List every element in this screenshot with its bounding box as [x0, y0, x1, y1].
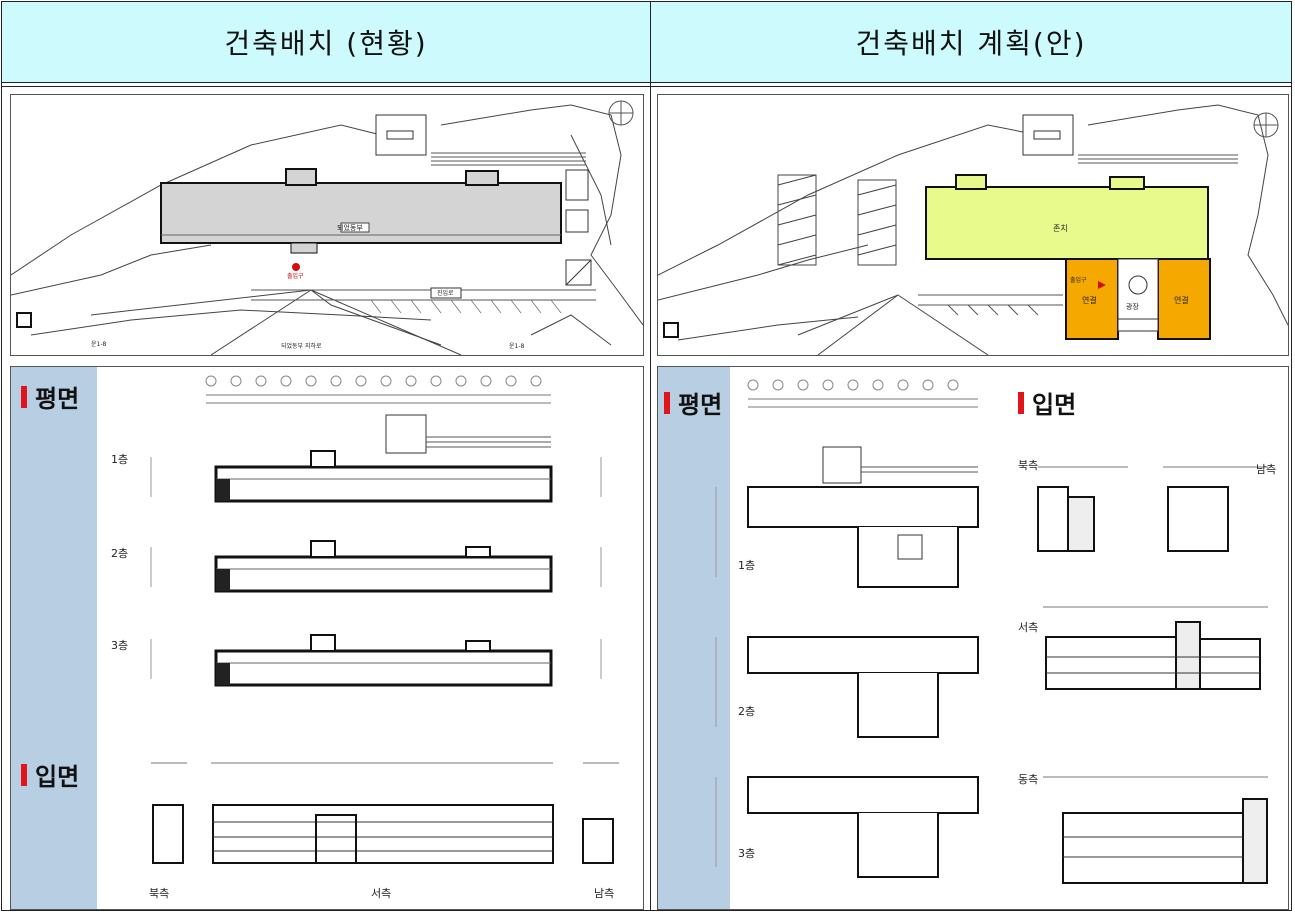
elevation-label: 서측	[1018, 621, 1039, 634]
elevation-label: 서측	[371, 887, 392, 900]
floor-label: 3층	[111, 639, 129, 652]
planned-drawing-sheet	[715, 379, 1268, 884]
elevation-label: 북측	[1018, 459, 1039, 472]
current-drawings: 평면 입면	[10, 366, 644, 910]
planned-site-drawing	[658, 104, 1288, 355]
current-site-drawing	[11, 100, 643, 355]
entrance-label: 출입구	[1070, 277, 1087, 284]
entrance-label: 출입구	[287, 273, 304, 280]
elevation-section-title: 입면	[21, 757, 79, 792]
floor-label: 3층	[738, 847, 756, 860]
elevation-label: 동측	[1018, 773, 1039, 786]
marker	[1018, 391, 1024, 414]
sidebar	[11, 367, 97, 909]
current-site-plan: 되었동부 출입구 진입로 운1-8 되었동부 지하로 운1-8	[10, 94, 644, 356]
plan-section-title: 평면	[21, 379, 79, 414]
floor-label: 1층	[738, 559, 756, 572]
planned-layout-header: 건축배치 계획(안)	[651, 2, 1291, 82]
building-label: 되었동부	[337, 224, 363, 232]
elevation-label: 북측	[149, 887, 170, 900]
new-annex-label: 연결	[1082, 296, 1097, 305]
floor-label: 2층	[738, 705, 756, 718]
elevation-title-text: 입면	[35, 763, 80, 791]
elevation-label: 남측	[594, 887, 615, 900]
divider	[2, 86, 1291, 87]
path-label: 진입로	[437, 290, 454, 297]
divider	[650, 82, 651, 910]
planned-site-plan: 존치 연결 연결 광장 출입구	[657, 94, 1289, 356]
elevation-section-title: 입면	[1018, 385, 1076, 420]
plan-title-text: 평면	[678, 391, 723, 419]
current-layout-header: 건축배치 (현황)	[2, 2, 651, 82]
elevation-title-text: 입면	[1032, 391, 1077, 419]
marker	[21, 763, 27, 786]
kept-building-label: 존치	[1053, 224, 1068, 233]
elevation-label: 남측	[1256, 463, 1277, 476]
center-label: 광장	[1126, 303, 1139, 311]
sidebar	[658, 367, 730, 909]
floor-label: 1층	[111, 453, 129, 466]
planned-drawings: 평면 입면	[657, 366, 1289, 910]
marker	[664, 391, 670, 414]
new-annex-label: 연결	[1174, 296, 1189, 305]
site-label: 운1-8	[509, 343, 525, 350]
floor-label: 2층	[111, 547, 129, 560]
divider	[2, 82, 1291, 83]
site-label: 되었동부 지하로	[281, 343, 322, 350]
current-floor-plans	[150, 375, 619, 864]
plan-title-text: 평면	[35, 385, 80, 413]
plan-section-title: 평면	[664, 385, 722, 420]
marker	[21, 385, 27, 408]
site-label: 운1-8	[91, 341, 107, 348]
